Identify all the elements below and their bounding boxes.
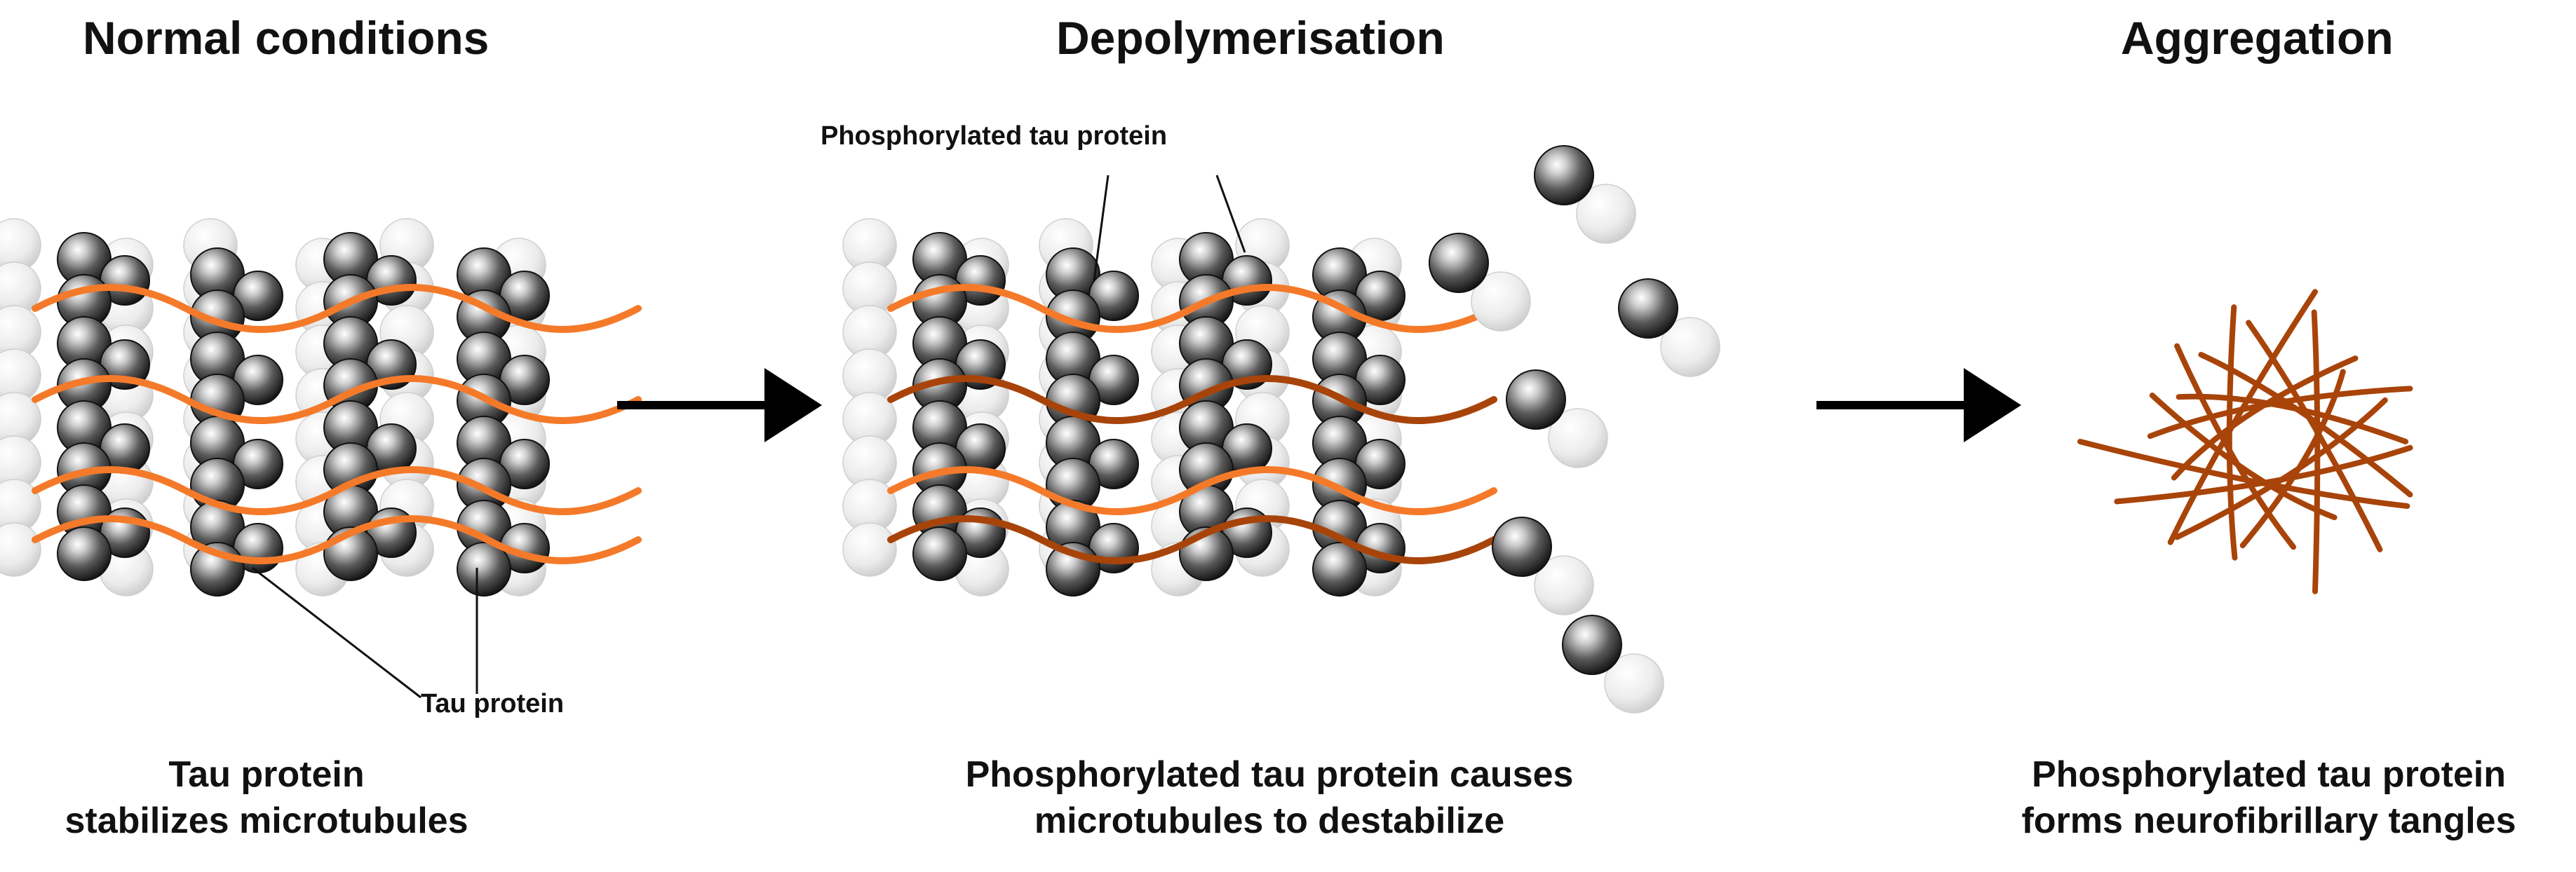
tangle-fibre <box>2171 355 2359 481</box>
tubulin-light <box>1604 653 1664 714</box>
callout-phosphorylated-tau-protein: Phosphorylated tau protein <box>821 121 1168 151</box>
tubulin-dark <box>1506 369 1566 430</box>
tubulin-dark <box>57 526 112 581</box>
tau-strand <box>887 466 1497 515</box>
tubulin-dark <box>457 542 511 597</box>
caption-line: forms neurofibrillary tangles <box>2021 801 2516 841</box>
tangle-fibre <box>2174 343 2297 550</box>
heading-depolymerisation: Depolymerisation <box>1056 12 1445 64</box>
tubulin-dark <box>1534 145 1594 205</box>
tubulin-light <box>842 522 897 577</box>
tubulin-dark <box>912 526 967 581</box>
tubulin-light <box>1548 408 1608 468</box>
tangle-fibre <box>2226 304 2238 561</box>
callout-leader-lines <box>252 175 1246 699</box>
tangle-fibre <box>2147 386 2413 440</box>
tau-strand <box>32 466 642 515</box>
tangle-fibre <box>2149 393 2338 521</box>
caption-line: microtubules to destabilize <box>1034 801 1505 841</box>
tau-strand <box>887 375 1497 424</box>
caption-line: Phosphorylated tau protein causes <box>965 754 1574 795</box>
tubulin-light <box>1471 271 1531 332</box>
tangle-fibre <box>2077 439 2410 509</box>
heading-normal-conditions: Normal conditions <box>83 12 490 64</box>
tau-strand <box>32 284 642 333</box>
tubulin-light <box>1660 317 1720 377</box>
caption-normal-conditions: Tau protein stabilizes microtubules <box>25 751 508 844</box>
microtubule-normal <box>0 218 642 597</box>
caption-aggregation: Phosphorylated tau protein forms neurofi… <box>1964 751 2574 844</box>
tubulin-dark <box>1618 278 1678 339</box>
tubulin-dark <box>1492 517 1552 577</box>
caption-line: stabilizes microtubules <box>65 801 468 841</box>
callout-tau-protein: Tau protein <box>421 689 565 718</box>
tubulin-dark <box>1312 542 1367 597</box>
tau-strand <box>32 515 642 564</box>
tangle-fibre <box>2114 444 2413 505</box>
microtubule-depolymerising <box>842 218 1497 597</box>
tangle-fibre <box>2198 351 2413 498</box>
tangle-fibre <box>2311 309 2321 594</box>
caption-line: Phosphorylated tau protein <box>2031 754 2507 795</box>
heading-aggregation: Aggregation <box>2121 12 2394 64</box>
arrow-depolymerisation-to-aggregation <box>1816 368 2021 442</box>
tubulin-light <box>1576 184 1636 244</box>
tau-strand <box>887 284 1497 333</box>
tubulin-light <box>1534 555 1594 615</box>
tubulin-dark <box>1429 233 1489 293</box>
free-tubulin-dimers <box>1429 145 1720 714</box>
caption-line: Tau protein <box>168 754 365 795</box>
tubulin-light <box>0 522 41 577</box>
arrow-normal-to-depolymerisation <box>617 368 822 442</box>
tangle-fibre <box>2246 320 2383 552</box>
tubulin-dark <box>1562 615 1622 675</box>
tangle-fibre <box>2174 397 2388 540</box>
neurofibrillary-tangle <box>2077 289 2413 594</box>
tau-strand <box>887 515 1497 564</box>
caption-depolymerisation: Phosphorylated tau protein causes microt… <box>884 751 1655 844</box>
tau-strand <box>32 375 642 424</box>
